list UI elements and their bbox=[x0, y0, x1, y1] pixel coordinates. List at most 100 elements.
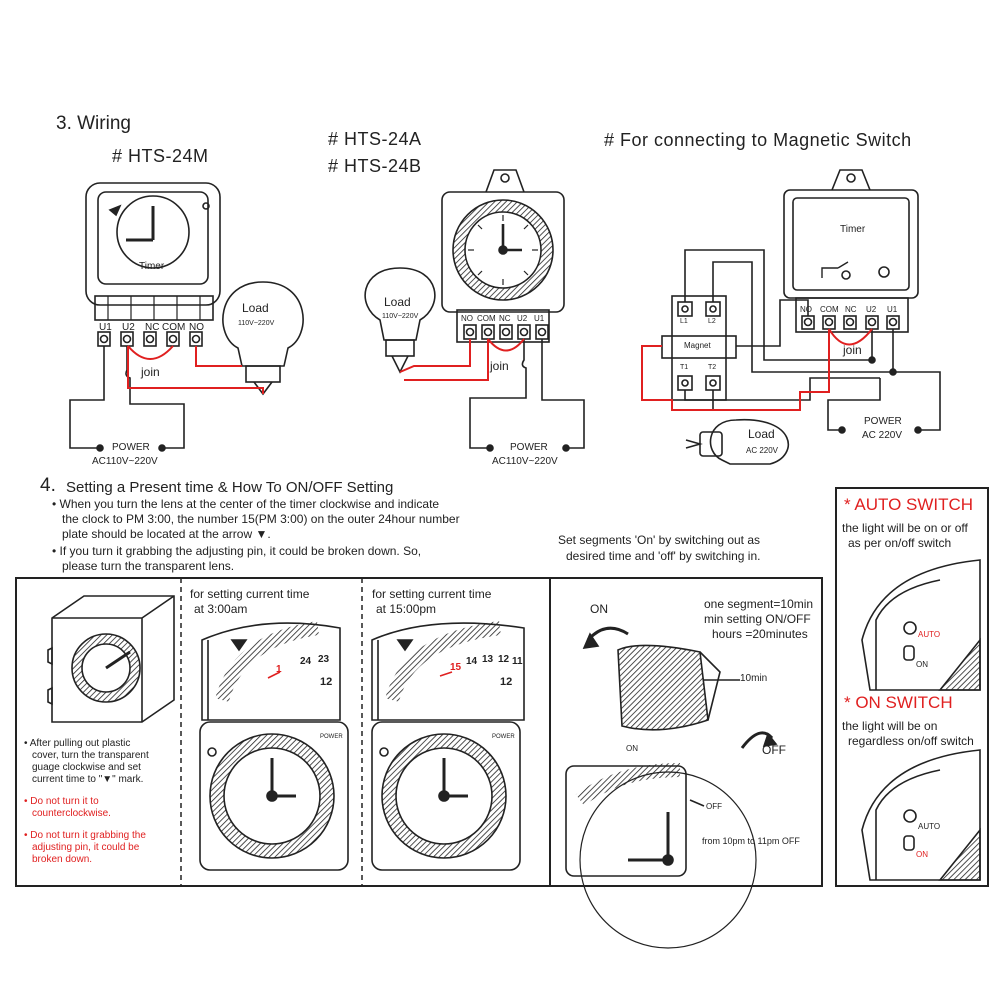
on-switch-desc-a: the light will be on bbox=[842, 719, 938, 733]
terminal-label-com: COM bbox=[477, 314, 496, 323]
panel1-timer-illustration bbox=[47, 595, 175, 723]
panel2-power-tag: POWER bbox=[320, 734, 343, 740]
segments-note-b: desired time and 'off' by switching in. bbox=[566, 549, 761, 563]
panel2-dial-number: 1 bbox=[276, 664, 282, 675]
panel4-ten-min-label: 10min bbox=[740, 673, 768, 684]
panel3-dial-number: 12 bbox=[500, 676, 513, 688]
auto-switch-title: * AUTO SWITCH bbox=[844, 495, 974, 514]
hanger-tab bbox=[485, 169, 525, 193]
panel1-note2-line: • Do not turn it to bbox=[24, 796, 99, 807]
hts-24m-power-label: POWER bbox=[112, 442, 150, 453]
panel4-segment-note-b: min setting ON/OFF bbox=[704, 612, 811, 626]
contactor-t2-label: T2 bbox=[708, 364, 717, 371]
panel1-notes: • After pulling out plastic cover, turn … bbox=[24, 738, 178, 866]
hts-24m-screws bbox=[97, 331, 203, 347]
panel4-segments-illustration bbox=[565, 626, 778, 949]
panel3-title-b: at 15:00pm bbox=[376, 602, 437, 616]
hts-24ab-screws bbox=[463, 324, 549, 340]
switch-panel-frame bbox=[835, 487, 989, 887]
setting-heading: Setting a Present time & How To ON/OFF S… bbox=[66, 479, 394, 496]
on-switch-desc-b: regardless on/off switch bbox=[848, 734, 974, 748]
panel4-range-note: from 10pm to 11pm OFF bbox=[702, 836, 800, 846]
contactor-l1-label: L1 bbox=[680, 318, 688, 325]
arrow-mark-icon bbox=[108, 204, 122, 217]
hts-24m-load-bulb bbox=[222, 281, 304, 367]
magnetic-load-bulb bbox=[709, 419, 789, 465]
panel2-title-b: at 3:00am bbox=[194, 602, 248, 616]
setting-bullet-1a: • When you turn the lens at the center o… bbox=[52, 497, 440, 511]
magnetic-red-wires bbox=[641, 328, 873, 411]
hts-24m-face bbox=[97, 191, 209, 285]
terminal-label-u1: U1 bbox=[99, 322, 112, 333]
join-wire bbox=[127, 345, 174, 360]
magnetic-timer-label: Timer bbox=[840, 224, 866, 235]
on-switch-title: * ON SWITCH bbox=[844, 693, 953, 712]
segments-note-a: Set segments 'On' by switching out as bbox=[558, 533, 761, 547]
magnetic-join-label: join bbox=[843, 343, 862, 357]
hts-24ab-power-spec: AC110V~220V bbox=[492, 456, 558, 467]
on-switch-auto-label: AUTO bbox=[918, 822, 941, 831]
terminal-label-nc: NC bbox=[499, 314, 511, 323]
panel2-title-a: for setting current time bbox=[190, 587, 310, 601]
terminal-label-nc: NC bbox=[845, 305, 857, 314]
panel3-dial-illustration bbox=[371, 621, 525, 871]
auto-switch-desc-a: the light will be on or off bbox=[842, 521, 968, 535]
hts-24ab-power-label: POWER bbox=[510, 442, 548, 453]
terminal-label-com: COM bbox=[820, 305, 839, 314]
magnetic-screws bbox=[801, 315, 900, 330]
terminal-label-u2: U2 bbox=[122, 322, 135, 333]
hts-24a-title: # HTS-24A bbox=[328, 129, 422, 149]
magnetic-load-label: Load bbox=[748, 427, 775, 441]
hts-24m-title: # HTS-24M bbox=[112, 146, 209, 166]
panel1-note3-line: broken down. bbox=[32, 854, 93, 865]
panel4-off-label: OFF bbox=[762, 743, 786, 757]
hts-24ab-load-spec: 110V~220V bbox=[382, 313, 419, 320]
magnetic-terminal-block bbox=[795, 297, 909, 333]
magnetic-switch-diagram bbox=[661, 169, 941, 465]
magnetic-load-spec: AC 220V bbox=[746, 446, 779, 455]
panel4-segment-note-a: one segment=10min bbox=[704, 597, 814, 611]
auto-switch-desc-b: as per on/off switch bbox=[848, 536, 952, 550]
magnetic-switch-title: # For connecting to Magnetic Switch bbox=[604, 130, 912, 150]
magnetic-timer-body bbox=[783, 189, 919, 299]
auto-switch-auto-label: AUTO bbox=[918, 630, 941, 639]
join-wire bbox=[487, 338, 525, 352]
panel2-dial-number: 12 bbox=[320, 676, 333, 688]
panel1-note1-line: • After pulling out plastic bbox=[24, 738, 131, 749]
on-switch-on-label: ON bbox=[916, 850, 928, 859]
hts-24m-load-label: Load bbox=[242, 301, 269, 315]
terminal-label-no: NO bbox=[800, 305, 812, 314]
panel4-on-label: ON bbox=[590, 602, 608, 616]
setting-bullet-1c: plate should be located at the arrow ▼. bbox=[62, 527, 271, 541]
panel3-dial-number: 15 bbox=[450, 662, 462, 673]
hts-24m-red-wires bbox=[127, 345, 264, 394]
panel4-on-small: ON bbox=[626, 744, 638, 753]
setting-panel-frame bbox=[15, 577, 823, 887]
hts-24m-load-spec: 110V~220V bbox=[238, 320, 275, 327]
wiring-heading: 3. Wiring bbox=[56, 113, 131, 134]
terminal-label-u2: U2 bbox=[517, 314, 528, 323]
contactor-l2-label: L2 bbox=[708, 318, 716, 325]
hts-24m-power-spec: AC110V~220V bbox=[92, 456, 158, 467]
contactor-t1-label: T1 bbox=[680, 364, 689, 371]
magnetic-power-spec: AC 220V bbox=[862, 430, 903, 441]
on-arrow-icon bbox=[582, 632, 600, 649]
terminal-label-u1: U1 bbox=[887, 305, 898, 314]
panel5-switch-illustrations bbox=[861, 559, 981, 881]
hts-24ab-body bbox=[441, 191, 565, 313]
terminal-label-u1: U1 bbox=[534, 314, 545, 323]
panel4-segment-note-c: hours =20minutes bbox=[712, 627, 808, 641]
panel3-title-a: for setting current time bbox=[372, 587, 492, 601]
hts-24m-dial bbox=[116, 195, 190, 269]
hts-24ab-load-label: Load bbox=[384, 295, 411, 309]
panel3-timer-body bbox=[371, 721, 521, 871]
panel1-note1-line: guage clockwise and set bbox=[32, 762, 141, 773]
panel1-note3-line: adjusting pin, it could be bbox=[32, 842, 140, 853]
hts-24ab-load-bulb bbox=[364, 267, 436, 341]
terminal-label-no: NO bbox=[461, 314, 473, 323]
terminal-label-nc: NC bbox=[145, 322, 160, 333]
hts-24b-title: # HTS-24B bbox=[328, 156, 422, 176]
hts-24ab-diagram bbox=[364, 169, 585, 452]
panel3-dial-number: 12 bbox=[498, 654, 510, 665]
